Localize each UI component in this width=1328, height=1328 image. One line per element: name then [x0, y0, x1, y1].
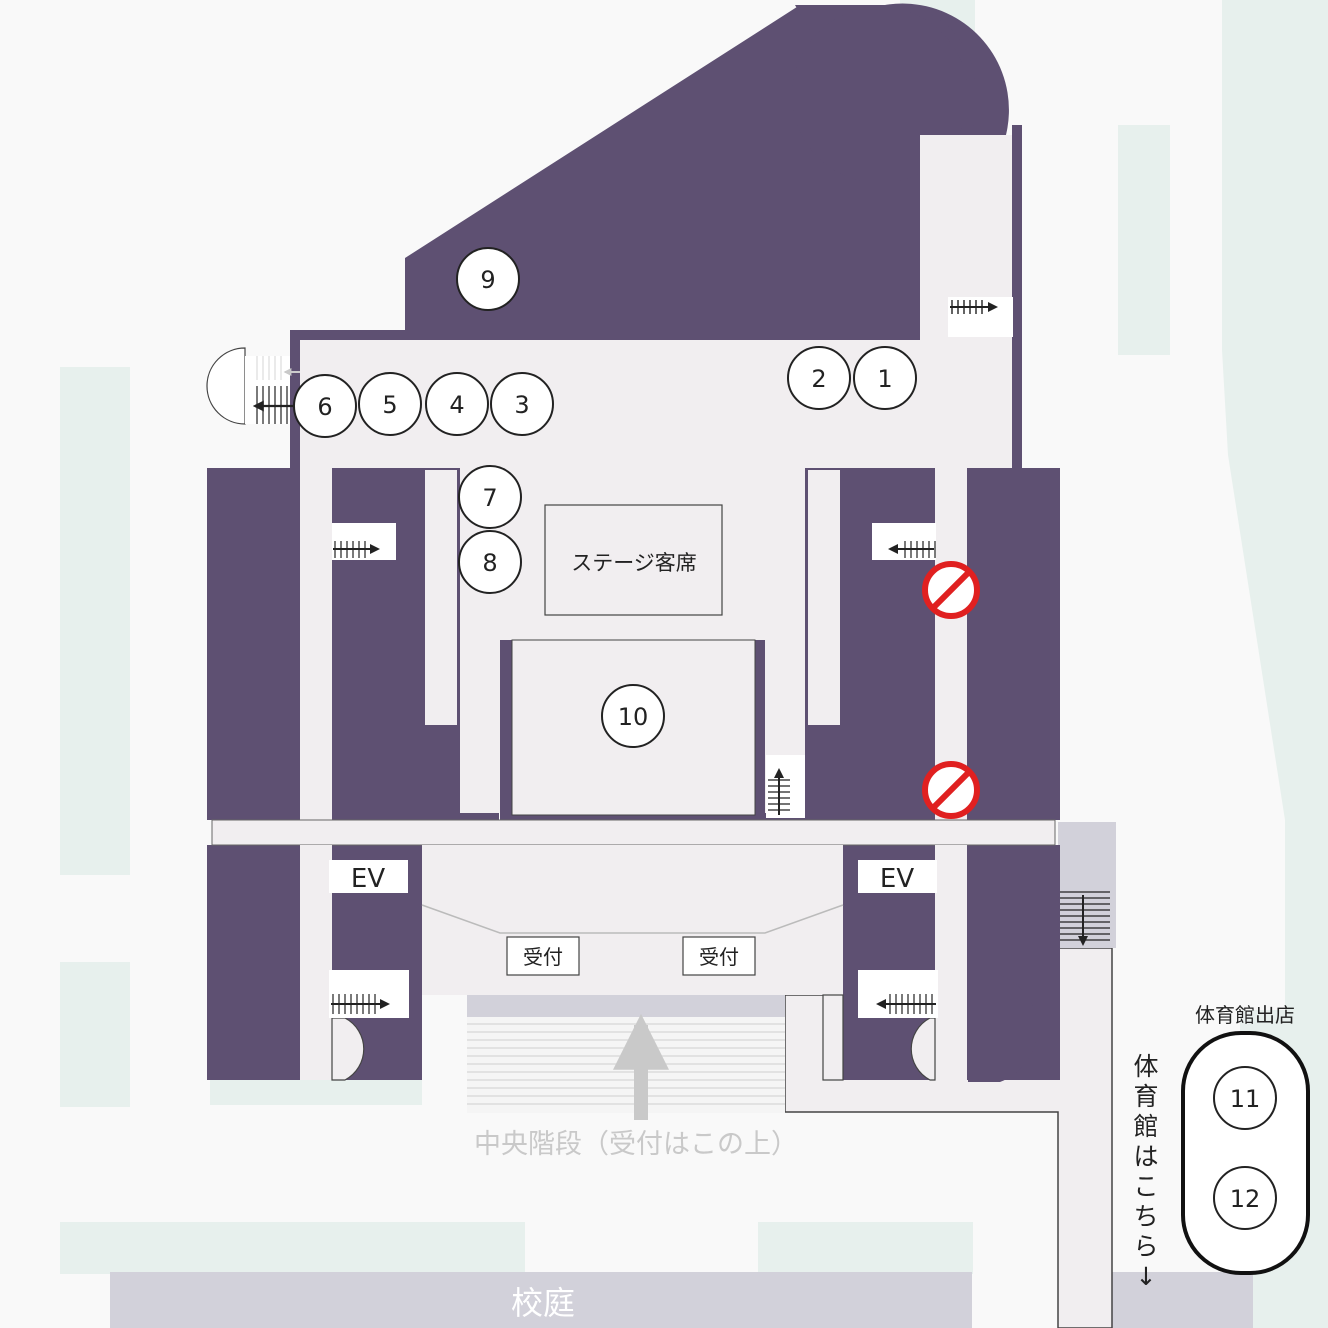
booth-marker-6[interactable]: 6	[293, 374, 357, 438]
booth-number: 1	[877, 365, 892, 393]
gym-direction-char: 育	[1133, 1082, 1158, 1111]
elevator-left[interactable]	[329, 860, 408, 893]
booth-number: 4	[449, 391, 464, 419]
booth-marker-1[interactable]: 1	[853, 346, 917, 410]
lawn	[758, 1222, 973, 1274]
reception-left-label: 受付	[523, 945, 563, 969]
reception-right-label: 受付	[699, 945, 739, 969]
stair-top-landing	[467, 995, 785, 1017]
booth-number: 10	[618, 703, 649, 731]
stairs-icon[interactable]	[948, 297, 1013, 337]
right-round-room	[968, 975, 1038, 1082]
lawn	[60, 962, 130, 1107]
stairs-icon[interactable]	[858, 970, 938, 1018]
no-entry-icon	[922, 761, 980, 819]
lawn	[60, 367, 130, 875]
booth-marker-8[interactable]: 8	[458, 530, 522, 594]
booth-marker-9[interactable]: 9	[456, 247, 520, 311]
gym-direction-char: 体	[1133, 1052, 1158, 1081]
booth-number: 9	[480, 266, 495, 294]
booth-number: 2	[811, 365, 826, 393]
schoolyard-label: 校庭	[511, 1284, 575, 1322]
stairs-icon[interactable]	[1060, 891, 1110, 946]
stairs-icon[interactable]	[329, 970, 409, 1018]
wall	[1012, 125, 1022, 470]
stairs-icon[interactable]	[766, 755, 805, 818]
exterior-stair[interactable]	[245, 356, 290, 424]
booth-marker-5[interactable]: 5	[358, 372, 422, 436]
booth-marker-3[interactable]: 3	[490, 372, 554, 436]
no-entry-icon	[922, 561, 980, 619]
lawn	[1222, 0, 1328, 1328]
booth-number: 11	[1230, 1085, 1261, 1113]
booth-marker-10[interactable]: 10	[601, 684, 665, 748]
booth-marker-12[interactable]: 12	[1213, 1166, 1277, 1230]
left-inner-strip	[425, 470, 457, 725]
booth-marker-7[interactable]: 7	[458, 465, 522, 529]
stairs-icon[interactable]	[872, 523, 936, 560]
right-inner-strip	[808, 470, 840, 725]
booth-marker-11[interactable]: 11	[1213, 1066, 1277, 1130]
upper-right-corridor	[920, 140, 1012, 215]
stage-seats-label: ステージ客席	[571, 551, 697, 575]
booth-number: 12	[1230, 1185, 1261, 1213]
left-vertical-corridor[interactable]	[300, 468, 332, 823]
gym-direction-char: は	[1133, 1142, 1158, 1171]
pavement	[1105, 1272, 1253, 1328]
gym-direction-char: こ	[1133, 1172, 1158, 1201]
reception-desk-right[interactable]	[682, 936, 756, 976]
booth-number: 3	[514, 391, 529, 419]
exterior-stair-round	[206, 347, 246, 425]
wall	[298, 330, 1022, 340]
stairs-icon-faint	[256, 356, 282, 380]
reception-desk-left[interactable]	[506, 936, 580, 976]
right-lower-corridor[interactable]	[935, 845, 967, 1080]
stair-landing	[331, 1017, 365, 1081]
lawn	[1118, 125, 1170, 355]
entrance-hall[interactable]	[422, 845, 843, 995]
stairs-icon[interactable]	[332, 523, 396, 560]
elevator-left-label: EV	[351, 864, 385, 894]
gym-direction-char: ち	[1133, 1202, 1158, 1231]
gym-direction-char: ↓	[1136, 1262, 1157, 1291]
booth-number: 6	[317, 393, 332, 421]
booth-number: 7	[482, 484, 497, 512]
elevator-right-label: EV	[880, 864, 914, 894]
gym-direction-label: 体 育 館 は こ ち ら ↓	[1133, 1052, 1158, 1291]
gym-direction-char: ら	[1133, 1232, 1158, 1261]
stair-landing	[822, 994, 844, 1081]
booth-number: 5	[382, 391, 397, 419]
lawn	[60, 1222, 525, 1274]
main-horizontal-corridor[interactable]	[211, 819, 1056, 846]
booth-marker-2[interactable]: 2	[787, 346, 851, 410]
stair-landing	[910, 1017, 936, 1081]
central-stairs-label: 中央階段（受付はこの上）	[474, 1129, 798, 1160]
stage-seats[interactable]	[544, 504, 723, 616]
side-stair-landing	[1058, 822, 1116, 948]
booth-number: 8	[482, 549, 497, 577]
hall-outline	[421, 904, 844, 934]
gym-direction-char: 館	[1133, 1112, 1158, 1141]
schoolyard-area	[110, 1272, 972, 1328]
booth-marker-4[interactable]: 4	[425, 372, 489, 436]
gym-shop-label: 体育館出店	[1195, 1003, 1295, 1027]
left-lower-corridor[interactable]	[300, 845, 332, 1080]
elevator-right[interactable]	[858, 860, 937, 893]
